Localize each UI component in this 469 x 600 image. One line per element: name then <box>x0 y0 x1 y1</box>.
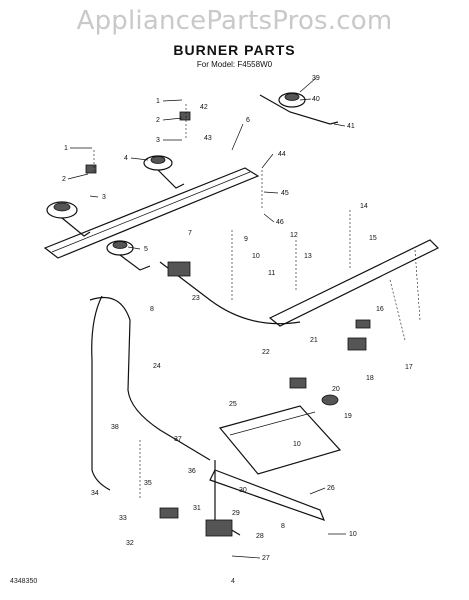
callout-11: 11 <box>268 270 275 277</box>
diagram-title: BURNER PARTS <box>173 42 296 58</box>
callout-3b: 3 <box>102 194 106 201</box>
callout-9: 9 <box>244 236 248 243</box>
bracket-18 <box>347 337 367 351</box>
callout-6: 6 <box>246 117 250 124</box>
callout-21: 21 <box>310 337 318 344</box>
callout-1b: 1 <box>64 145 68 152</box>
callout-46: 46 <box>276 219 284 226</box>
page-number: 4 <box>231 578 235 585</box>
callout-3a: 3 <box>156 137 160 144</box>
thermocouple-line <box>91 295 111 491</box>
callout-4: 4 <box>124 155 128 162</box>
callout-30: 30 <box>239 487 247 494</box>
burner-top-right <box>259 92 339 125</box>
oven-burner-plate <box>218 405 342 475</box>
upper-rail <box>43 167 260 259</box>
burner-left-rear <box>143 155 185 189</box>
callout-40: 40 <box>312 96 320 103</box>
callout-labels: 1 1 2 2 3 3 4 5 6 7 8 8 9 10 10 10 11 12… <box>62 75 413 562</box>
callout-29: 29 <box>232 510 240 517</box>
callout-38: 38 <box>111 424 119 431</box>
callout-8a: 8 <box>150 306 154 313</box>
callout-42: 42 <box>200 104 208 111</box>
callout-35: 35 <box>144 480 152 487</box>
bracket-2a <box>85 164 97 174</box>
callout-33: 33 <box>119 515 127 522</box>
bracket-16 <box>355 319 371 329</box>
callout-16: 16 <box>376 306 384 313</box>
callout-23: 23 <box>192 295 200 302</box>
valve-body <box>167 261 191 277</box>
callout-7: 7 <box>188 230 192 237</box>
callout-1a: 1 <box>156 98 160 105</box>
callout-5: 5 <box>144 246 148 253</box>
callout-2a: 2 <box>156 117 160 124</box>
callout-41: 41 <box>347 123 355 130</box>
burner-left-front <box>46 201 91 237</box>
callout-25: 25 <box>229 401 237 408</box>
callout-28: 28 <box>256 533 264 540</box>
bracket-2b <box>179 111 191 121</box>
callout-14: 14 <box>360 203 368 210</box>
callout-10a: 10 <box>252 253 260 260</box>
diagram-subtitle: For Model: F4558W0 <box>196 60 273 69</box>
watermark: AppliancePartsPros.com <box>76 6 393 36</box>
callout-26: 26 <box>327 485 335 492</box>
callout-32: 32 <box>126 540 134 547</box>
callout-24: 24 <box>153 363 161 370</box>
callout-27: 27 <box>262 555 270 562</box>
callout-43: 43 <box>204 135 212 142</box>
callout-12: 12 <box>290 232 298 239</box>
safety-valve <box>205 519 233 537</box>
gas-tube <box>89 296 211 461</box>
callout-10b: 10 <box>293 441 301 448</box>
leader-lines <box>67 77 346 559</box>
callout-36: 36 <box>188 468 196 475</box>
callout-18: 18 <box>366 375 374 382</box>
callout-19: 19 <box>344 413 352 420</box>
callout-44: 44 <box>278 151 286 158</box>
callout-45: 45 <box>281 190 289 197</box>
callout-2b: 2 <box>62 176 66 183</box>
burner-center <box>106 240 151 271</box>
lower-rail <box>159 239 440 327</box>
callout-20: 20 <box>332 386 340 393</box>
callout-8b: 8 <box>281 523 285 530</box>
callout-17: 17 <box>405 364 413 371</box>
pressure-regulator <box>159 507 179 519</box>
callout-10c: 10 <box>349 531 357 538</box>
callout-37: 37 <box>174 436 182 443</box>
bracket-20 <box>289 377 307 389</box>
callout-13: 13 <box>304 253 312 260</box>
callout-22: 22 <box>262 349 270 356</box>
callout-31: 31 <box>193 505 201 512</box>
clip-19 <box>321 394 339 406</box>
callout-15: 15 <box>369 235 377 242</box>
document-number: 4348350 <box>10 578 38 585</box>
callout-34: 34 <box>91 490 99 497</box>
